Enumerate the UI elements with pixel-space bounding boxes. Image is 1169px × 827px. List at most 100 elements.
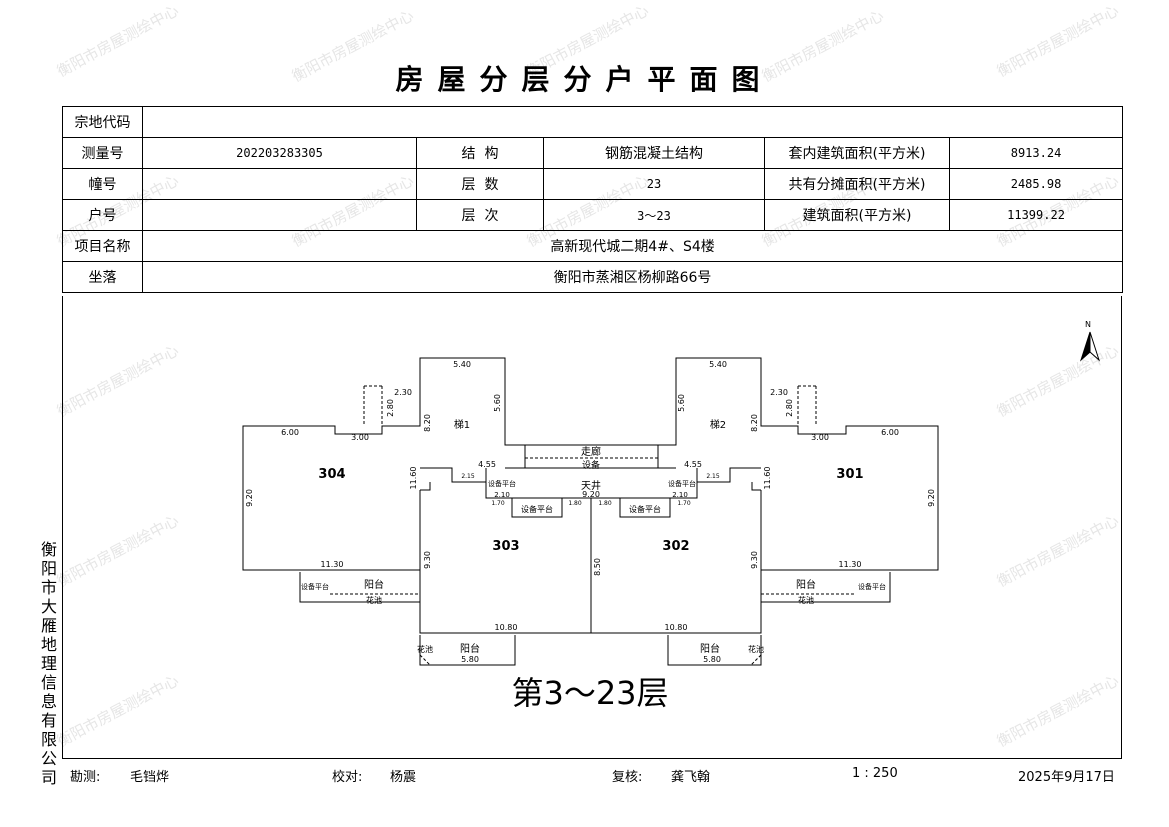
dimension-label: 2.15 xyxy=(461,473,475,480)
dimension-label: 2.10 xyxy=(672,491,688,499)
dimension-label: 5.80 xyxy=(703,655,721,664)
dimension-label: 8.20 xyxy=(750,414,759,432)
dimension-label: 1.70 xyxy=(677,500,691,507)
zhuang-value xyxy=(142,168,417,200)
dimension-label: 1.80 xyxy=(598,500,612,507)
dimension-label: 9.30 xyxy=(423,551,432,569)
dimension-label: 8.20 xyxy=(423,414,432,432)
unit-label: 304 xyxy=(318,467,345,482)
dimension-label: 1.80 xyxy=(568,500,582,507)
dimension-label: 9.20 xyxy=(245,489,254,507)
platform-right xyxy=(619,498,671,518)
room-label: 花池 xyxy=(748,644,764,654)
company-name: 衡阳市大雁地理信息有限公司 xyxy=(40,540,57,787)
corridor-outline xyxy=(505,445,676,469)
zuoluo-value: 衡阳市蒸湘区杨柳路66号 xyxy=(141,261,1124,293)
taonei-label: 套内建筑面积(平方米) xyxy=(764,137,950,169)
room-label: 阳台 xyxy=(796,578,816,591)
right-recess xyxy=(697,467,761,491)
room-label: 花池 xyxy=(417,644,433,654)
reviewer-label: 复核: xyxy=(612,770,643,785)
room-label: 设备平台 xyxy=(521,504,553,514)
info-table: 宗地代码 测量号 202203283305 结 构 钢筋混凝土结构 套内建筑面积… xyxy=(62,106,1124,293)
room-label: 设备平台 xyxy=(488,479,516,488)
left-recess xyxy=(420,467,486,491)
dimension-label: 11.30 xyxy=(839,560,862,569)
zongdi-label: 宗地代码 xyxy=(62,106,143,138)
checker-label: 校对: xyxy=(332,770,363,785)
balcony-301 xyxy=(761,572,891,603)
building-outline xyxy=(242,357,939,634)
room-label: 阳台 xyxy=(700,642,720,655)
room-label: 花池 xyxy=(366,595,382,605)
info-row: 坐落 衡阳市蒸湘区杨柳路66号 xyxy=(62,261,1124,293)
unit-label: 301 xyxy=(836,467,863,482)
room-label: 花池 xyxy=(798,595,814,605)
room-label: 天井 xyxy=(581,479,601,492)
jianzhu-value: 11399.22 xyxy=(948,199,1124,231)
dashed-flower xyxy=(419,654,762,666)
cengshu-value: 23 xyxy=(543,168,765,200)
room-label: 设备平台 xyxy=(301,582,329,591)
dimension-label: 5.60 xyxy=(493,394,502,412)
dashed-niche-left xyxy=(363,385,383,426)
zuoluo-label: 坐落 xyxy=(62,261,143,293)
dimension-label: 9.20 xyxy=(582,490,600,499)
dimension-label: 10.80 xyxy=(665,623,688,632)
floor-plan-frame xyxy=(62,296,1122,759)
room-label: 梯2 xyxy=(710,418,726,431)
dimension-label: 11.60 xyxy=(763,467,772,490)
dashed-niche-right xyxy=(797,385,817,426)
info-row: 户号 层 次 3～23 建筑面积(平方米) 11399.22 xyxy=(62,199,1124,231)
room-label: 阳台 xyxy=(364,578,384,591)
dimension-label: 5.80 xyxy=(461,655,479,664)
svg-text:N: N xyxy=(1085,320,1091,329)
date-text: 2025年9月17日 xyxy=(1018,770,1115,785)
cengshu-label: 层 数 xyxy=(416,168,544,200)
dimension-label: 5.40 xyxy=(453,360,471,369)
floor-label: 第3～23层 xyxy=(511,674,668,712)
room-label: 阳台 xyxy=(460,642,480,655)
page-title: 房屋分层分户平面图 xyxy=(395,63,774,96)
unit-label: 302 xyxy=(662,539,689,554)
dimension-label: 5.40 xyxy=(709,360,727,369)
dimension-label: 2.30 xyxy=(394,388,412,397)
unit-label: 303 xyxy=(492,539,519,554)
dimension-label: 2.10 xyxy=(494,491,510,499)
dimension-label: 2.80 xyxy=(386,399,395,417)
dimension-label: 11.60 xyxy=(409,467,418,490)
dimension-label: 9.20 xyxy=(927,489,936,507)
hu-value xyxy=(142,199,417,231)
room-label: 设备平台 xyxy=(629,504,661,514)
dimension-label: 2.15 xyxy=(706,473,720,480)
info-row: 测量号 202203283305 结 构 钢筋混凝土结构 套内建筑面积(平方米)… xyxy=(62,137,1124,169)
dimension-label: 4.55 xyxy=(684,460,702,469)
xiangmu-value: 高新现代城二期4#、S4楼 xyxy=(141,230,1124,262)
surveyor-name: 毛铛烨 xyxy=(130,770,170,785)
dimension-label: 6.00 xyxy=(881,428,899,437)
dimension-label: 3.00 xyxy=(811,433,829,442)
info-row: 项目名称 高新现代城二期4#、S4楼 xyxy=(62,230,1124,262)
cengci-value: 3～23 xyxy=(543,199,765,231)
zhuang-label: 幢号 xyxy=(62,168,143,200)
north-arrow-icon: N xyxy=(1079,320,1101,362)
dimension-label: 4.55 xyxy=(478,460,496,469)
platform-left xyxy=(511,498,563,518)
unit-divider xyxy=(419,490,762,633)
atrium-outline xyxy=(485,468,698,499)
scale-text: 1 : 250 xyxy=(852,766,898,781)
jiegou-value: 钢筋混凝土结构 xyxy=(543,137,765,169)
room-label: 设备 xyxy=(582,459,600,471)
dimension-label: 10.80 xyxy=(495,623,518,632)
dimension-label: 8.50 xyxy=(593,558,602,576)
room-label: 梯1 xyxy=(454,418,470,431)
dimension-label: 9.30 xyxy=(750,551,759,569)
balcony-right xyxy=(667,635,762,666)
info-row: 幢号 层 数 23 共有分摊面积(平方米) 2485.98 xyxy=(62,168,1124,200)
room-label: 设备平台 xyxy=(858,582,886,591)
reviewer-name: 龚飞翰 xyxy=(671,770,711,785)
balcony-304 xyxy=(299,572,420,603)
dimension-label: 2.80 xyxy=(785,399,794,417)
checker-name: 杨震 xyxy=(390,770,417,785)
